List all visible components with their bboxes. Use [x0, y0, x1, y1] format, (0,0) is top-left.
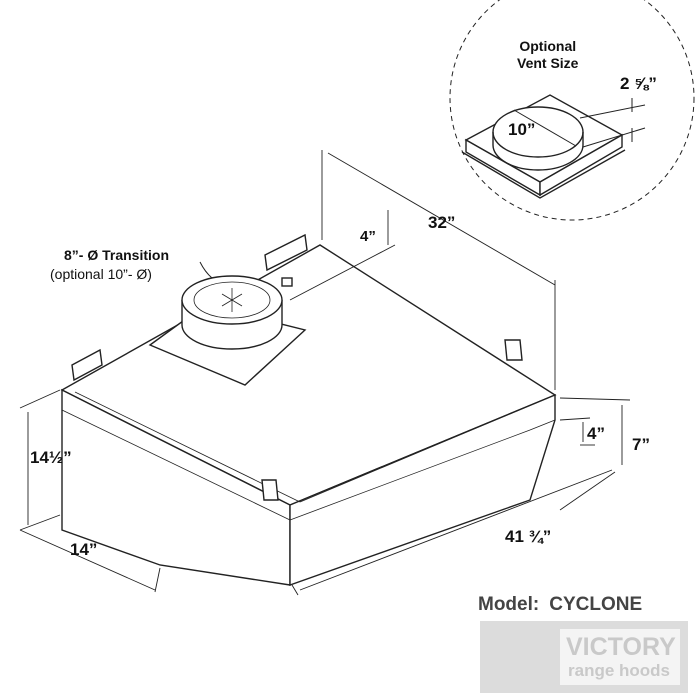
height-dim: 14½”	[30, 448, 72, 467]
vent-offset-dim: 4”	[360, 228, 376, 245]
inset-title-line1: Optional	[519, 38, 577, 54]
vent-transition	[148, 261, 307, 386]
inset-diameter-dim: 10”	[508, 120, 536, 139]
dimension-lines	[19, 150, 631, 596]
inset-dashed-circle	[449, 0, 695, 221]
victory-logo: VICTORY range hoods	[480, 621, 688, 693]
logo-brand: VICTORY	[566, 633, 676, 661]
transition-optional-label: (optional 10”- Ø)	[50, 266, 152, 282]
side-height-small-dim: 4”	[587, 424, 605, 443]
inset-title: Optional Vent Size	[517, 38, 578, 72]
depth-dim: 32”	[428, 213, 456, 232]
transition-label: 8”- Ø Transition	[64, 247, 170, 263]
model-prefix: Model:	[478, 594, 540, 615]
front-depth-dim: 14”	[70, 540, 98, 559]
mounting-brackets	[71, 233, 523, 501]
inset-height-dim: 2 ⅝”	[620, 74, 657, 93]
side-height-large-dim: 7”	[632, 435, 650, 454]
model-name: CYCLONE	[549, 594, 643, 615]
model-label: Model: CYCLONE	[478, 594, 642, 616]
inset-vent-drawing	[461, 94, 646, 199]
inset-title-line2: Vent Size	[517, 55, 579, 71]
hood-body	[60, 244, 557, 586]
logo-panel	[560, 629, 680, 685]
logo-tagline: range hoods	[568, 661, 671, 680]
width-dim: 41 ¾”	[505, 527, 552, 546]
